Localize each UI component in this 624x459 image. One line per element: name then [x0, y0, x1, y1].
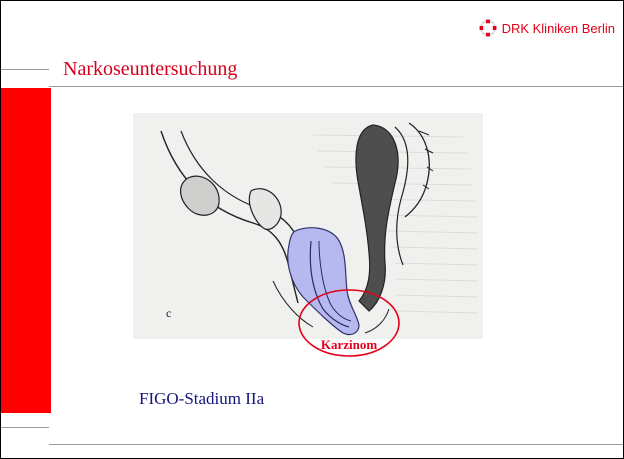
carcinoma-label: Karzinom [299, 337, 399, 353]
footer-rule-left [1, 427, 49, 428]
footer-rule [49, 444, 623, 445]
figo-stage-caption: FIGO-Stadium IIa [139, 389, 264, 409]
